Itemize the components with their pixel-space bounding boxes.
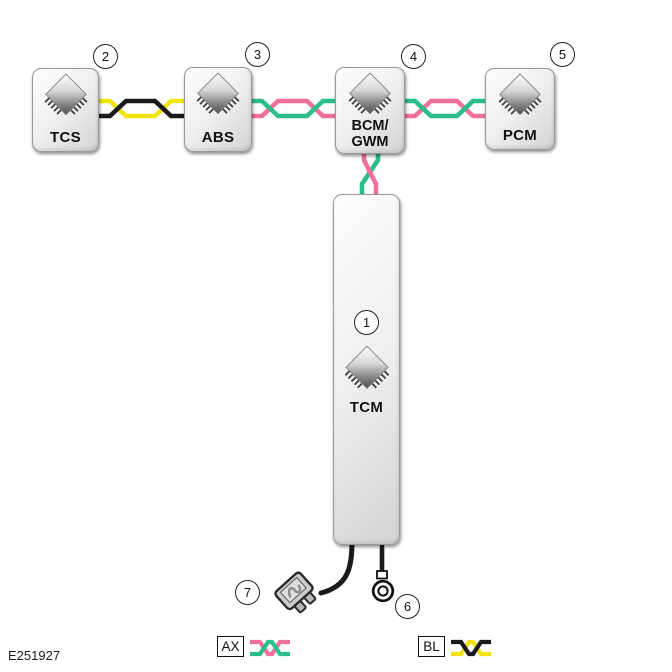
module-pcm: PCM	[485, 68, 555, 150]
twisted-pair-bcm-tcm	[359, 150, 381, 196]
callout-number: 2	[101, 49, 110, 64]
module-tcs: TCS	[32, 68, 99, 152]
callout-1-tcm: 1	[354, 310, 379, 335]
fuse-icon	[274, 571, 317, 614]
module-label-line2: GWM	[351, 133, 389, 150]
chip-icon	[344, 345, 389, 389]
chip-icon	[348, 72, 392, 115]
legend-code-bl: BL	[418, 636, 445, 657]
ring-terminal-icon	[371, 570, 395, 603]
module-label: BCM/ GWM	[336, 118, 404, 150]
twisted-pair-bcm-pcm	[400, 98, 488, 119]
callout-number: 6	[403, 599, 412, 614]
figure-code: E251927	[8, 648, 61, 663]
wire-pink	[250, 639, 290, 657]
wire-black	[451, 639, 491, 657]
callout-number: 7	[243, 585, 252, 600]
callout-3-abs: 3	[245, 42, 270, 67]
wire-yellow	[451, 639, 491, 657]
twisted-pair-tcs-abs	[94, 98, 187, 119]
module-abs: ABS	[184, 67, 252, 152]
callout-7-fuse: 7	[235, 580, 260, 605]
legend-code-label: BL	[423, 639, 440, 654]
callout-number: 1	[362, 315, 371, 330]
callout-2-tcs: 2	[93, 44, 118, 69]
callout-number: 5	[558, 47, 567, 62]
module-label-line1: BCM/	[351, 118, 389, 134]
callout-number: 3	[253, 47, 262, 62]
chip-icon	[43, 73, 88, 116]
module-bcm-gwm: BCM/ GWM	[335, 67, 405, 154]
wire-yellow	[94, 98, 187, 119]
wire-green	[400, 98, 488, 119]
module-label: PCM	[502, 127, 538, 144]
module-label: ABS	[201, 129, 235, 146]
wire-pink	[400, 98, 488, 119]
chip-icon	[196, 72, 240, 115]
callout-5-pcm: 5	[550, 42, 575, 67]
module-label: TCS	[50, 129, 81, 146]
legend-bl-pair-icon	[451, 639, 491, 657]
wire-green	[248, 98, 338, 119]
module-label: TCM	[349, 399, 384, 416]
module-tcm: TCM	[333, 194, 400, 545]
wire-pink	[361, 150, 379, 196]
legend-ax-pair-icon	[250, 639, 290, 657]
callout-number: 4	[409, 49, 418, 64]
legend-code-ax: AX	[217, 636, 244, 657]
callout-4-bcm-gwm: 4	[401, 44, 426, 69]
callout-6-ground: 6	[395, 594, 420, 619]
legend-code-label: AX	[221, 639, 240, 654]
wire-black	[94, 98, 187, 119]
chip-icon	[498, 73, 542, 116]
tcm-power-wire	[318, 538, 355, 596]
wire-green	[250, 639, 290, 657]
wire-pink	[248, 98, 338, 119]
twisted-pair-abs-bcm	[248, 98, 338, 119]
